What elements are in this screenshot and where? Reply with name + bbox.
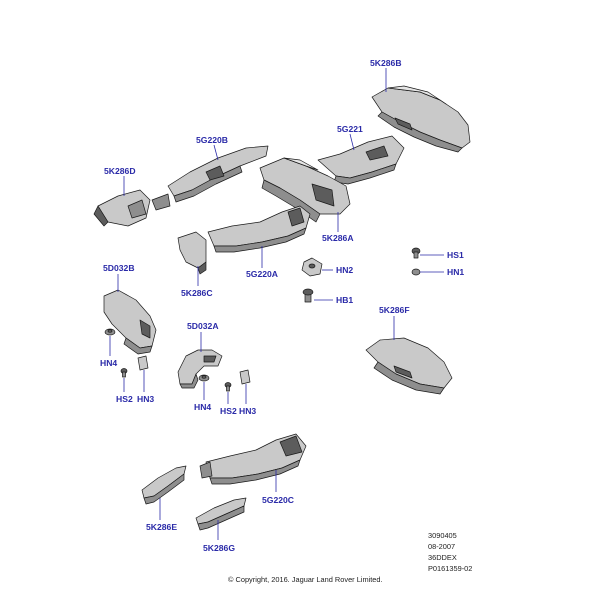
label-HN4-right[interactable]: HN4: [194, 402, 211, 412]
heat-shield-5G220C[interactable]: [199, 433, 307, 485]
nut-HN1[interactable]: [411, 268, 421, 276]
label-5K286G[interactable]: 5K286G: [203, 543, 235, 553]
label-5K286F[interactable]: 5K286F: [379, 305, 410, 315]
heat-shield-5G220A[interactable]: [207, 205, 311, 253]
label-HS2-right[interactable]: HS2: [220, 406, 237, 416]
label-HS2-left[interactable]: HS2: [116, 394, 133, 404]
label-HN1[interactable]: HN1: [447, 267, 464, 277]
label-5D032B[interactable]: 5D032B: [103, 263, 135, 273]
nut-HN4-left[interactable]: [104, 328, 116, 336]
heat-shield-5D032A[interactable]: [177, 349, 223, 389]
clip-HN3-right[interactable]: [239, 369, 251, 385]
label-5G220A[interactable]: 5G220A: [246, 269, 278, 279]
label-HS1[interactable]: HS1: [447, 250, 464, 260]
heat-shield-5K286G[interactable]: [195, 497, 247, 531]
heat-shield-5G221[interactable]: [317, 135, 405, 185]
label-5K286E[interactable]: 5K286E: [146, 522, 177, 532]
info-line-4: P0161359-02: [428, 564, 472, 573]
label-5K286C[interactable]: 5K286C: [181, 288, 213, 298]
bolt-HS2-left[interactable]: [120, 368, 128, 378]
heat-shield-5K286F[interactable]: [365, 337, 453, 395]
label-5G221[interactable]: 5G221: [337, 124, 363, 134]
nut-HN2[interactable]: [301, 257, 323, 277]
label-HN4-left[interactable]: HN4: [100, 358, 117, 368]
heat-shield-5K286C[interactable]: [177, 231, 207, 275]
label-5K286A[interactable]: 5K286A: [322, 233, 354, 243]
heat-shield-5K286D[interactable]: [93, 189, 151, 227]
info-line-3: 36DDEX: [428, 553, 457, 562]
clip-HN3-left[interactable]: [137, 355, 149, 371]
bolt-HS2-right[interactable]: [224, 382, 232, 392]
heat-shield-5K286B[interactable]: [371, 85, 471, 153]
label-HN2[interactable]: HN2: [336, 265, 353, 275]
heat-shield-5K286E[interactable]: [141, 465, 187, 505]
nut-HN4-right[interactable]: [198, 374, 210, 382]
label-5G220B[interactable]: 5G220B: [196, 135, 228, 145]
copyright-text: © Copyright, 2016. Jaguar Land Rover Lim…: [228, 575, 383, 584]
heat-shield-5G220B[interactable]: [151, 145, 269, 211]
info-line-2: 08-2007: [428, 542, 455, 551]
label-5G220C[interactable]: 5G220C: [262, 495, 294, 505]
heat-shield-5D032B[interactable]: [103, 289, 157, 355]
label-HN3-left[interactable]: HN3: [137, 394, 154, 404]
bolt-HS1[interactable]: [411, 247, 421, 259]
label-5K286D[interactable]: 5K286D: [104, 166, 136, 176]
info-line-1: 3090405: [428, 531, 457, 540]
label-5K286B[interactable]: 5K286B: [370, 58, 402, 68]
label-HN3-right[interactable]: HN3: [239, 406, 256, 416]
bolt-HB1[interactable]: [302, 288, 314, 303]
label-5D032A[interactable]: 5D032A: [187, 321, 219, 331]
label-HB1[interactable]: HB1: [336, 295, 353, 305]
